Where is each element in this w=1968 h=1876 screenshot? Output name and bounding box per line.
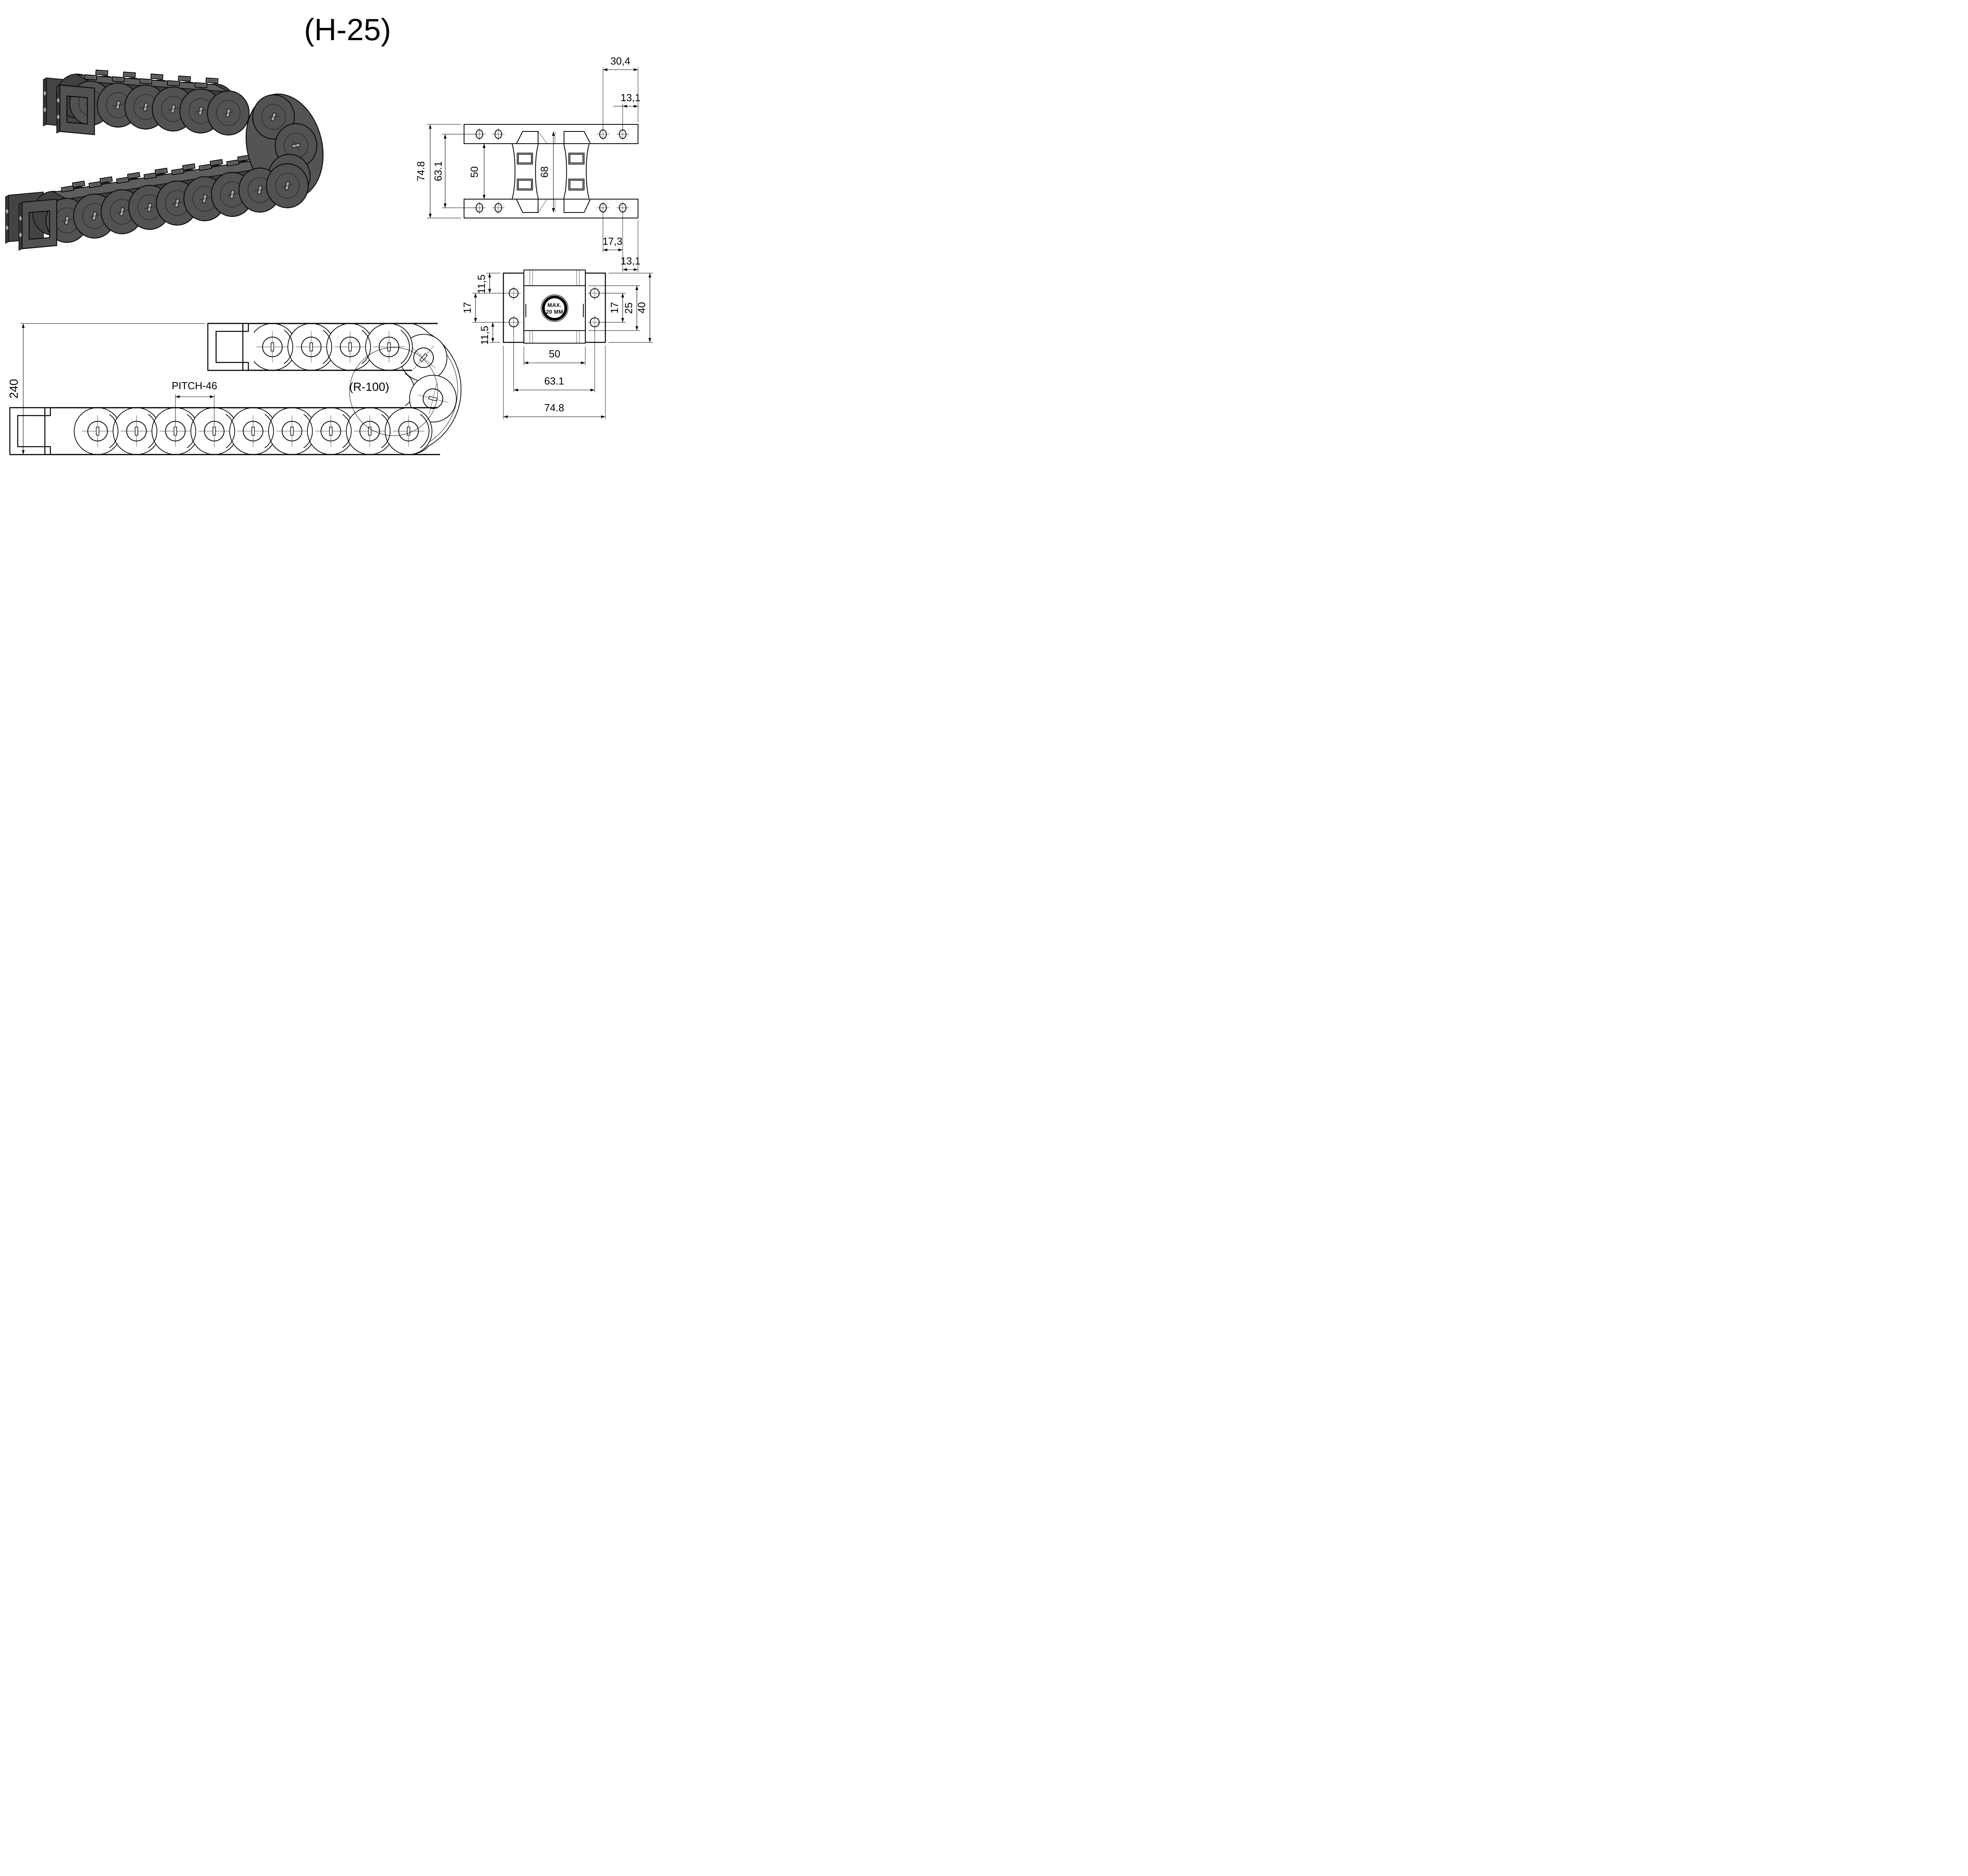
- crossbar-windows: [517, 153, 584, 190]
- dim-hole-pitch-left-label: 17: [461, 302, 473, 314]
- bracket-hole: [6, 209, 9, 214]
- dim-overall-width-label: 74.8: [544, 402, 564, 414]
- dim-hole-offset-top-label: 13,1: [621, 92, 641, 104]
- dim-edge-hole-top-label: 11,5: [475, 275, 487, 294]
- end-bracket-bottom: [18, 198, 57, 251]
- technical-drawing: (H-25): [5, 12, 653, 455]
- max-cable-label-1: MAX.: [547, 302, 562, 308]
- dim-link-width-label: 68: [538, 166, 550, 178]
- rail-edges: [10, 323, 440, 455]
- bracket-hole: [57, 98, 60, 103]
- end-bracket-bottom-2d: [9, 407, 51, 455]
- bracket-hole: [19, 233, 22, 237]
- dim-inner-width-label: 50: [468, 166, 480, 178]
- dim-hole-pitch-right-label: 17: [609, 302, 620, 314]
- bottom-rail: [464, 199, 638, 218]
- dim-edge-hole-bottom-label: 11,5: [479, 326, 490, 345]
- section-holes: [507, 286, 602, 329]
- top-rail: [464, 124, 638, 144]
- bend-outer-edge: [412, 323, 462, 455]
- max-cable-ring: MAX. 20 MM: [541, 294, 568, 322]
- end-bracket-top-2d: [207, 323, 249, 371]
- dim-hole-pitch-label: 17,3: [603, 235, 623, 247]
- dim-inner-width-label: 50: [549, 348, 560, 360]
- page-title: (H-25): [304, 12, 391, 47]
- max-cable-label-2: 20 MM: [546, 309, 563, 315]
- dim-pitch-label: PITCH-46: [172, 380, 217, 392]
- end-bracket-top: [56, 84, 95, 135]
- crossbar-plate-left: [511, 143, 539, 200]
- crossbar-plate-right: [563, 143, 590, 200]
- isometric-view: [5, 70, 324, 251]
- link-plate-contours: [284, 330, 410, 364]
- bend-radius-circle: [349, 347, 438, 436]
- dim-bracket-span-label: 30,4: [610, 55, 631, 67]
- top-view: 74.8 63.1 50 68 30,4 13,1 17,3 13,1: [415, 55, 640, 272]
- joint-seams: [538, 131, 555, 213]
- dim-inner-height-label: 25: [623, 303, 634, 314]
- dim-hole-offset-bottom-label: 13,1: [621, 255, 641, 267]
- bottom-row-links: [74, 408, 433, 455]
- mounting-holes: [473, 128, 629, 214]
- bracket-hole: [6, 225, 9, 230]
- link-plate-contours: [109, 414, 429, 448]
- dim-bend-radius-label: (R-100): [349, 381, 389, 394]
- dim-loop-height-label: 240: [7, 379, 20, 399]
- bracket-hole: [57, 115, 60, 119]
- dim-overall-height-label: 40: [636, 302, 647, 314]
- latch-ticks: [525, 304, 584, 317]
- dim-hole-span-label: 63.1: [544, 375, 564, 387]
- extension-lines: [427, 67, 638, 272]
- dim-hole-rows-label: 63.1: [432, 161, 444, 181]
- bracket-hole: [43, 107, 46, 112]
- extension-lines: [472, 273, 653, 419]
- frame-seams: [529, 270, 580, 343]
- frame-bands: [524, 285, 585, 331]
- bracket-hole: [19, 216, 22, 221]
- dim-overall-width-label: 74.8: [415, 161, 427, 181]
- extension-lines: [10, 323, 215, 455]
- section-view: MAX. 20 MM 11,5 17 11,5 17 25 40 50 63.1…: [461, 270, 653, 419]
- side-view: 240 PITCH-46 (R-100): [7, 323, 462, 455]
- drawing-page: (H-25): [0, 0, 663, 469]
- side-plate-right: [584, 272, 606, 343]
- bracket-hole: [43, 91, 46, 96]
